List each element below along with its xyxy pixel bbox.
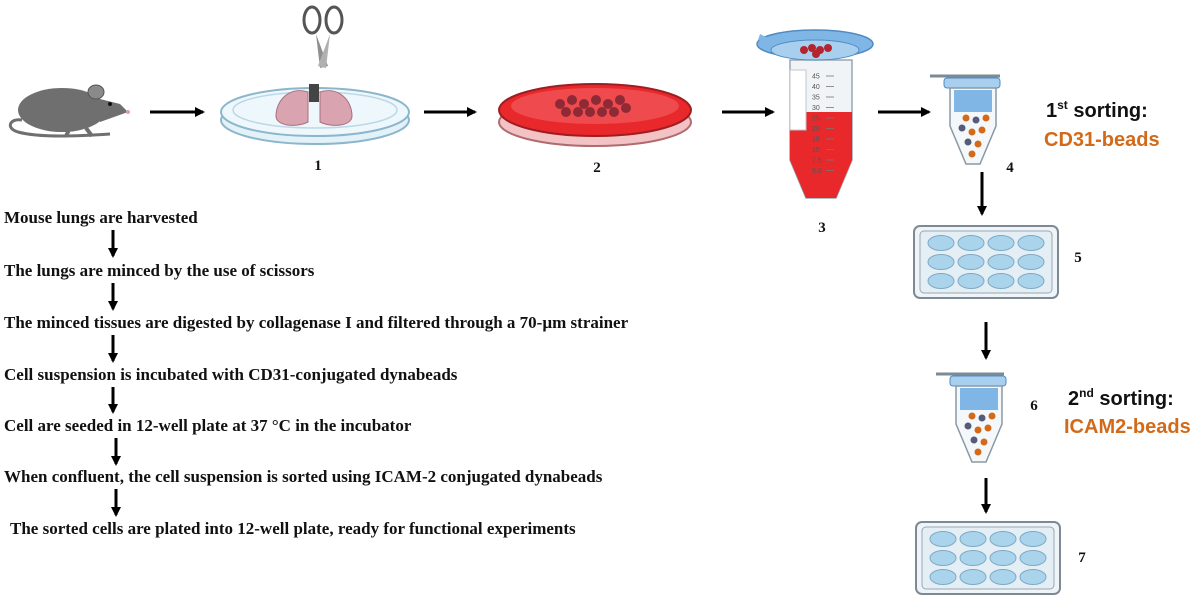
tube-graduation-label: 45 <box>812 74 820 81</box>
step-text-3: The minced tissues are digested by colla… <box>4 313 629 332</box>
tube-graduation-label: 25 <box>812 116 820 123</box>
stage-number-1: 1 <box>314 158 322 174</box>
stage-number-4: 4 <box>1006 160 1014 176</box>
step-text-6: When confluent, the cell suspension is s… <box>4 467 603 486</box>
well-plate-1 <box>913 225 1059 299</box>
stage-number-5: 5 <box>1074 250 1082 266</box>
tube-graduation-label: 35 <box>812 95 820 102</box>
well <box>929 569 957 585</box>
well <box>1017 273 1045 289</box>
well <box>1017 254 1045 270</box>
well <box>959 550 987 566</box>
well <box>989 569 1017 585</box>
well <box>927 235 955 251</box>
beads-label-2: ICAM2-beads <box>1064 416 1191 438</box>
well-plate-2 <box>915 521 1061 595</box>
well <box>957 273 985 289</box>
petri-dish-digest <box>498 83 692 147</box>
step-text-5: Cell are seeded in 12-well plate at 37 °… <box>4 416 412 435</box>
step-text-7: The sorted cells are plated into 12-well… <box>10 519 576 538</box>
well <box>927 254 955 270</box>
tube-graduations: 45 40 35 30 25 20 15 10 7.5 5.0 <box>812 74 834 175</box>
tube-graduation-label: 5.0 <box>812 168 822 175</box>
stage-number-6: 6 <box>1030 398 1038 414</box>
step-text-1: Mouse lungs are harvested <box>4 208 198 227</box>
stage-number-3: 3 <box>818 220 826 236</box>
well <box>987 235 1015 251</box>
tube-graduation-label: 15 <box>812 137 820 144</box>
well <box>989 531 1017 547</box>
well <box>989 550 1017 566</box>
tube-graduation-label: 40 <box>812 84 820 91</box>
microtube-icam2 <box>936 372 1007 463</box>
tube-graduation-label: 10 <box>812 147 820 154</box>
well <box>957 254 985 270</box>
well <box>1019 569 1047 585</box>
tube-graduation-label: 30 <box>812 105 820 112</box>
tube-graduation-label: 20 <box>812 126 820 133</box>
well <box>957 235 985 251</box>
step-text-4: Cell suspension is incubated with CD31-c… <box>4 365 458 384</box>
petri-dish-lungs <box>220 84 410 145</box>
step-text-2: The lungs are minced by the use of sciss… <box>4 261 315 280</box>
well <box>987 273 1015 289</box>
well <box>929 531 957 547</box>
well <box>959 531 987 547</box>
sorting-label-1: 1st sorting: <box>1046 98 1148 122</box>
tube-graduation-label: 7.5 <box>812 158 822 165</box>
well <box>1019 531 1047 547</box>
beads-label-1: CD31-beads <box>1044 129 1160 151</box>
stage-number-2: 2 <box>593 160 601 176</box>
well <box>1019 550 1047 566</box>
scissors-icon <box>302 5 344 68</box>
microtube-cd31 <box>930 74 1001 165</box>
well <box>929 550 957 566</box>
mouse-icon <box>8 84 130 138</box>
lungs-icon <box>275 84 353 126</box>
conical-tube-strainer: 45 40 35 30 25 20 15 10 7.5 5.0 <box>756 29 874 199</box>
sorting-label-2: 2nd sorting: <box>1068 386 1174 410</box>
well <box>987 254 1015 270</box>
stage-number-7: 7 <box>1078 550 1086 566</box>
well <box>1017 235 1045 251</box>
well <box>927 273 955 289</box>
well <box>959 569 987 585</box>
